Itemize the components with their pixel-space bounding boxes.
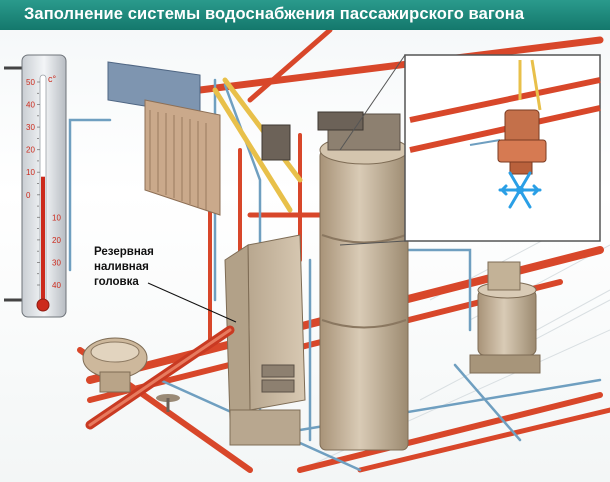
callout-reserve-filler-head: Резервная наливная головка <box>94 245 154 290</box>
thermometer-tick-label: 20 <box>52 236 61 245</box>
callout-line-1: Резервная <box>94 246 154 258</box>
thermometer-tick-label: 10 <box>52 213 61 222</box>
inset-detail <box>339 54 601 246</box>
callout-leader <box>147 282 237 323</box>
boiler <box>261 111 409 451</box>
floor-pipe <box>297 392 603 473</box>
page-title: Заполнение системы водоснабжения пассажи… <box>24 5 525 23</box>
thermometer-mercury <box>41 176 45 305</box>
thermometer-tick-label: 30 <box>52 258 61 267</box>
thermometer-tick-label: 0 <box>26 191 31 200</box>
thermometer-tick-label: 10 <box>26 168 35 177</box>
water-heater <box>107 61 221 216</box>
thermometer: c° 50 40 30 20 10 0 10 20 30 40 <box>4 54 67 318</box>
thermometer-tick-label: 30 <box>26 123 35 132</box>
thermometer-tick-label: 40 <box>26 101 35 110</box>
snowflake-icon <box>498 171 542 209</box>
background-grid <box>299 209 610 471</box>
system-illustration: c° 50 40 30 20 10 0 10 20 30 40 <box>4 30 610 473</box>
main-pipe-upper <box>196 36 604 94</box>
thermometer-tick-label: 20 <box>26 146 35 155</box>
title-bar: Заполнение системы водоснабжения пассажи… <box>0 0 610 30</box>
control-cabinet <box>224 234 306 446</box>
thermometer-tick-label: 40 <box>52 281 61 290</box>
floor-pipe-2 <box>357 407 610 473</box>
reserve-filler-head <box>85 325 235 430</box>
callout-line-3: головка <box>94 276 139 288</box>
upper-right-pipe <box>247 30 333 103</box>
filler-valve-left <box>82 337 180 412</box>
callout-line-2: наливная <box>94 261 149 273</box>
thermometer-unit-label: c° <box>48 74 57 84</box>
pump <box>469 261 541 374</box>
thermometer-tick-label: 50 <box>26 78 35 87</box>
